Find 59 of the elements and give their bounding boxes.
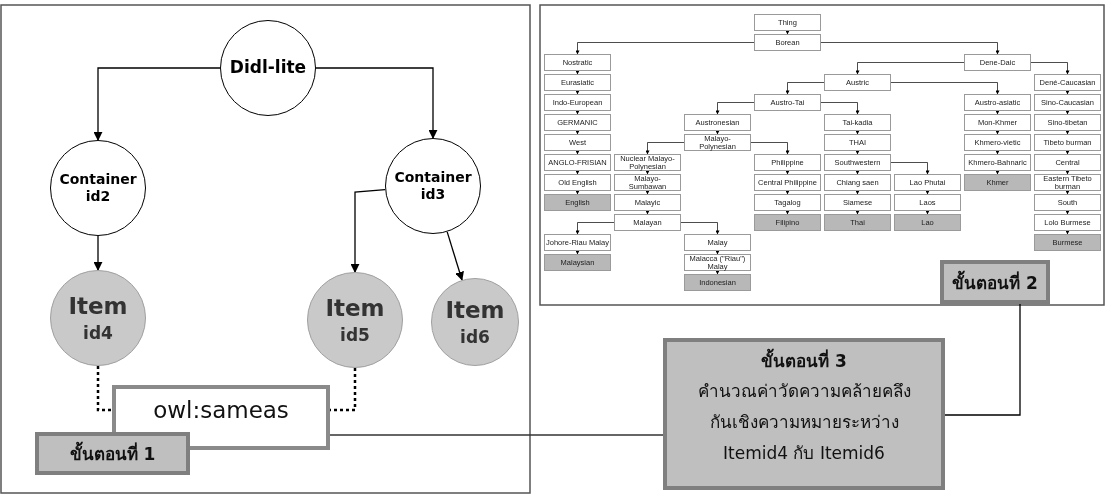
arrow — [855, 130, 860, 135]
arrow — [995, 150, 1000, 155]
arrow — [855, 150, 860, 155]
arrow — [575, 150, 580, 155]
arrow — [715, 270, 720, 275]
arrow — [575, 250, 580, 255]
arrow — [575, 130, 580, 135]
connector-line — [944, 303, 1021, 416]
step-box — [663, 338, 945, 490]
arrow — [925, 190, 930, 195]
arrow — [995, 130, 1000, 135]
arrow — [1065, 170, 1070, 175]
arrow — [715, 250, 720, 255]
arrow — [645, 170, 650, 175]
arrow — [315, 67, 438, 139]
item-id: id4 — [83, 321, 113, 344]
arrow — [855, 210, 860, 215]
arrow — [785, 30, 790, 35]
step-box: ขั้นตอนที่ 2 — [940, 260, 1050, 304]
arrow — [645, 210, 650, 215]
arrow — [995, 110, 1000, 115]
item-label: Item — [325, 294, 385, 323]
arrow — [93, 235, 103, 271]
arrow — [1065, 90, 1070, 95]
arrow — [93, 67, 221, 141]
arrow — [446, 231, 464, 281]
arrow — [785, 170, 790, 175]
arrow — [855, 190, 860, 195]
arrow — [715, 130, 720, 135]
arrow — [575, 190, 580, 195]
step-heading: ขั้นตอนที่ 3 — [761, 346, 847, 376]
node-label: Container id3 — [393, 168, 473, 204]
item-id: id5 — [340, 323, 370, 346]
node-label: Didl-lite — [228, 57, 308, 79]
arrow — [575, 70, 580, 75]
arrow — [1065, 190, 1070, 195]
arrow — [855, 170, 860, 175]
arrow — [785, 190, 790, 195]
arrow — [1065, 230, 1070, 235]
arrow — [1065, 150, 1070, 155]
dotted-line — [96, 366, 112, 412]
arrow — [1065, 110, 1070, 115]
item-label: Item — [68, 292, 128, 321]
item-label: Item — [445, 296, 505, 325]
arrow — [995, 170, 1000, 175]
arrow — [575, 110, 580, 115]
item-id: id6 — [460, 325, 490, 348]
arrow — [1065, 210, 1070, 215]
arrow — [645, 190, 650, 195]
arrow — [575, 170, 580, 175]
arrow — [1065, 130, 1070, 135]
arrow — [785, 210, 790, 215]
node-label: Container id2 — [58, 170, 138, 206]
connector-line — [329, 434, 664, 436]
arrow — [925, 210, 930, 215]
arrow — [350, 189, 386, 273]
step-box: ขั้นตอนที่ 1 — [35, 432, 190, 475]
step-description: คำนวณค่าวัดความคล้ายคลึงกันเชิงความหมายระหว่าง Itemid4 กับ Itemid6 — [696, 380, 912, 465]
arrow — [575, 90, 580, 95]
